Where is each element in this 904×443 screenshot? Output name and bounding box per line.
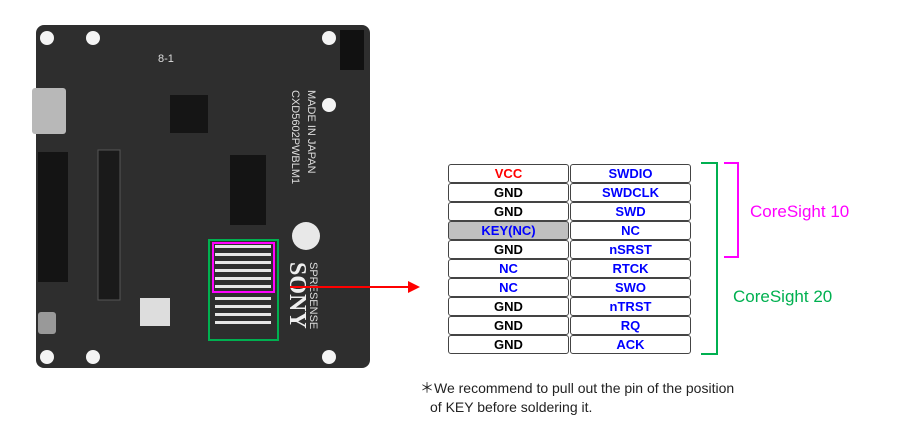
pin-right-cell: SWDIO [570, 164, 691, 183]
header-pins-right [230, 155, 266, 225]
pin-left-cell: GND [448, 316, 569, 335]
pin-right-cell: nTRST [570, 297, 691, 316]
pin-left-cell: GND [448, 297, 569, 316]
pin-right-cell: RQ [570, 316, 691, 335]
coresight20-highlight [208, 239, 279, 341]
pin-right-cell: nSRST [570, 240, 691, 259]
part-number-text: CXD5602PWBLM1 [289, 90, 301, 184]
silk-label: 8-1 [158, 53, 174, 65]
arrow-head-icon [408, 281, 420, 293]
pin-left-cell: NC [448, 278, 569, 297]
pin-left-cell: NC [448, 259, 569, 278]
pin-left-cell: GND [448, 183, 569, 202]
audio-jack [340, 30, 364, 70]
coresight10-bracket [724, 162, 739, 258]
pin-left-cell: GND [448, 202, 569, 221]
pin-left-cell: GND [448, 240, 569, 259]
component [140, 298, 170, 326]
spresense-logo-text: SPRESENSE [307, 262, 319, 329]
note-line-2: of KEY before soldering it. [430, 399, 593, 415]
pin-left-cell: GND [448, 335, 569, 354]
chip [170, 95, 208, 133]
jtag-pads [215, 245, 271, 324]
pin-right-cell: ACK [570, 335, 691, 354]
pin-right-cell: SWDCLK [570, 183, 691, 202]
reset-button [38, 312, 56, 334]
pin-right-cell: SWO [570, 278, 691, 297]
pin-left-cell: KEY(NC) [448, 221, 569, 240]
coresight20-label: CoreSight 20 [733, 287, 833, 306]
coresight20-bracket [701, 162, 718, 355]
usb-connector [32, 88, 66, 134]
coresight10-highlight [212, 242, 275, 293]
pin-left-cell: VCC [448, 164, 569, 183]
coresight10-label: CoreSight 10 [750, 202, 850, 221]
pin-right-cell: SWD [570, 202, 691, 221]
mounting-holes [40, 31, 336, 364]
board-connector [97, 149, 121, 301]
note-line-1: ＊We recommend to pull out the pin of the… [420, 380, 735, 396]
header-pins-left [38, 152, 68, 282]
sony-logo: SONY [284, 262, 310, 329]
made-in-japan-text: MADE IN JAPAN [305, 90, 317, 174]
pin-right-cell: RTCK [570, 259, 691, 278]
spresense-logo-icon [292, 222, 320, 250]
pin-right-cell: NC [570, 221, 691, 240]
